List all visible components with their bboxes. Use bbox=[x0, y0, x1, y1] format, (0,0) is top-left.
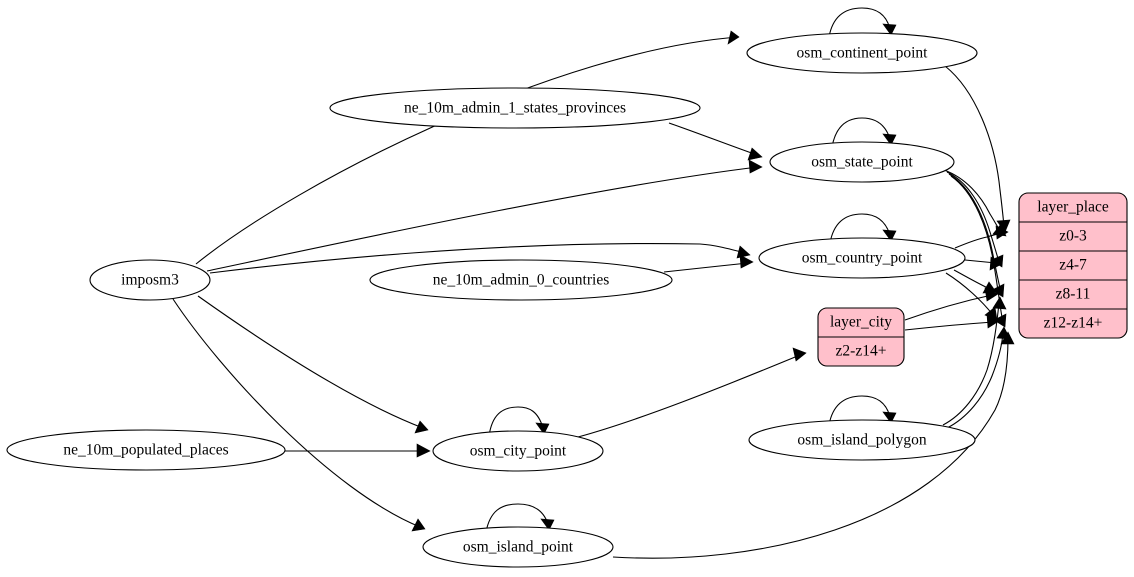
edge-osm_country_point-to-layer_place-z0-3 bbox=[954, 225, 1009, 249]
node-ne_10m_populated_places[interactable]: ne_10m_populated_places bbox=[6, 429, 286, 471]
nodes-layer: imposm3 ne_10m_admin_1_states_provinces … bbox=[6, 32, 978, 568]
edge-ne_10m_populated_places-to-osm_city_point bbox=[285, 443, 431, 458]
edge-imposm3-to-osm_island_point bbox=[172, 298, 426, 532]
edge-layer_city-to-layer_place-z12-z14 bbox=[904, 314, 1000, 331]
node-ne_10m_admin_0_countries[interactable]: ne_10m_admin_0_countries bbox=[369, 259, 673, 301]
edge-layer_city-to-layer_place-z8-11 bbox=[904, 287, 999, 321]
edge-osm_country_point-self-loop bbox=[829, 213, 897, 244]
edge-osm_island_polygon-to-layer_place-z12-z14 bbox=[946, 326, 1011, 429]
node-osm_continent_point[interactable]: osm_continent_point bbox=[746, 32, 978, 74]
edge-osm_country_point-to-layer_place-z4-7 bbox=[964, 256, 1003, 271]
node-osm_island_polygon[interactable]: osm_island_polygon bbox=[748, 419, 976, 461]
node-osm_state_point[interactable]: osm_state_point bbox=[769, 141, 955, 183]
edge-osm_island_point-self-loop bbox=[485, 503, 555, 533]
record-layer_city[interactable]: layer_city z2-z14+ bbox=[817, 307, 905, 367]
node-ne_10m_admin_1_states_provinces[interactable]: ne_10m_admin_1_states_provinces bbox=[329, 87, 701, 129]
node-imposm3[interactable]: imposm3 bbox=[89, 259, 211, 301]
edge-imposm3-to-osm_city_point bbox=[197, 295, 429, 434]
edge-osm_state_point-self-loop bbox=[831, 117, 897, 148]
edge-osm_island_polygon-to-layer_place-z8-11 bbox=[942, 296, 1007, 426]
edge-osm_continent_point-self-loop bbox=[828, 7, 897, 38]
edge-ne_10m_admin_1_states_provinces-to-osm_state_point bbox=[668, 122, 763, 161]
edges-layer bbox=[172, 7, 1015, 559]
node-osm_island_point[interactable]: osm_island_point bbox=[422, 526, 614, 568]
node-osm_country_point[interactable]: osm_country_point bbox=[758, 237, 966, 279]
edge-imposm3-to-osm_continent_point bbox=[195, 30, 740, 265]
node-osm_city_point[interactable]: osm_city_point bbox=[432, 430, 604, 472]
edge-osm_city_point-self-loop bbox=[488, 406, 550, 437]
edge-osm_island_polygon-self-loop bbox=[828, 395, 897, 426]
edge-osm_city_point-to-layer_city bbox=[577, 347, 807, 438]
edge-osm_island_point-to-layer_place-z12-z14 bbox=[612, 331, 1015, 559]
record-layer_place[interactable]: layer_place z0-3 z4-7 z8-11 z12-z14+ bbox=[1018, 192, 1128, 339]
edge-imposm3-to-osm_state_point bbox=[206, 159, 763, 272]
edge-ne_10m_admin_0_countries-to-osm_country_point bbox=[663, 254, 754, 273]
edge-osm_country_point-to-layer_place-z8-11 bbox=[953, 269, 997, 294]
